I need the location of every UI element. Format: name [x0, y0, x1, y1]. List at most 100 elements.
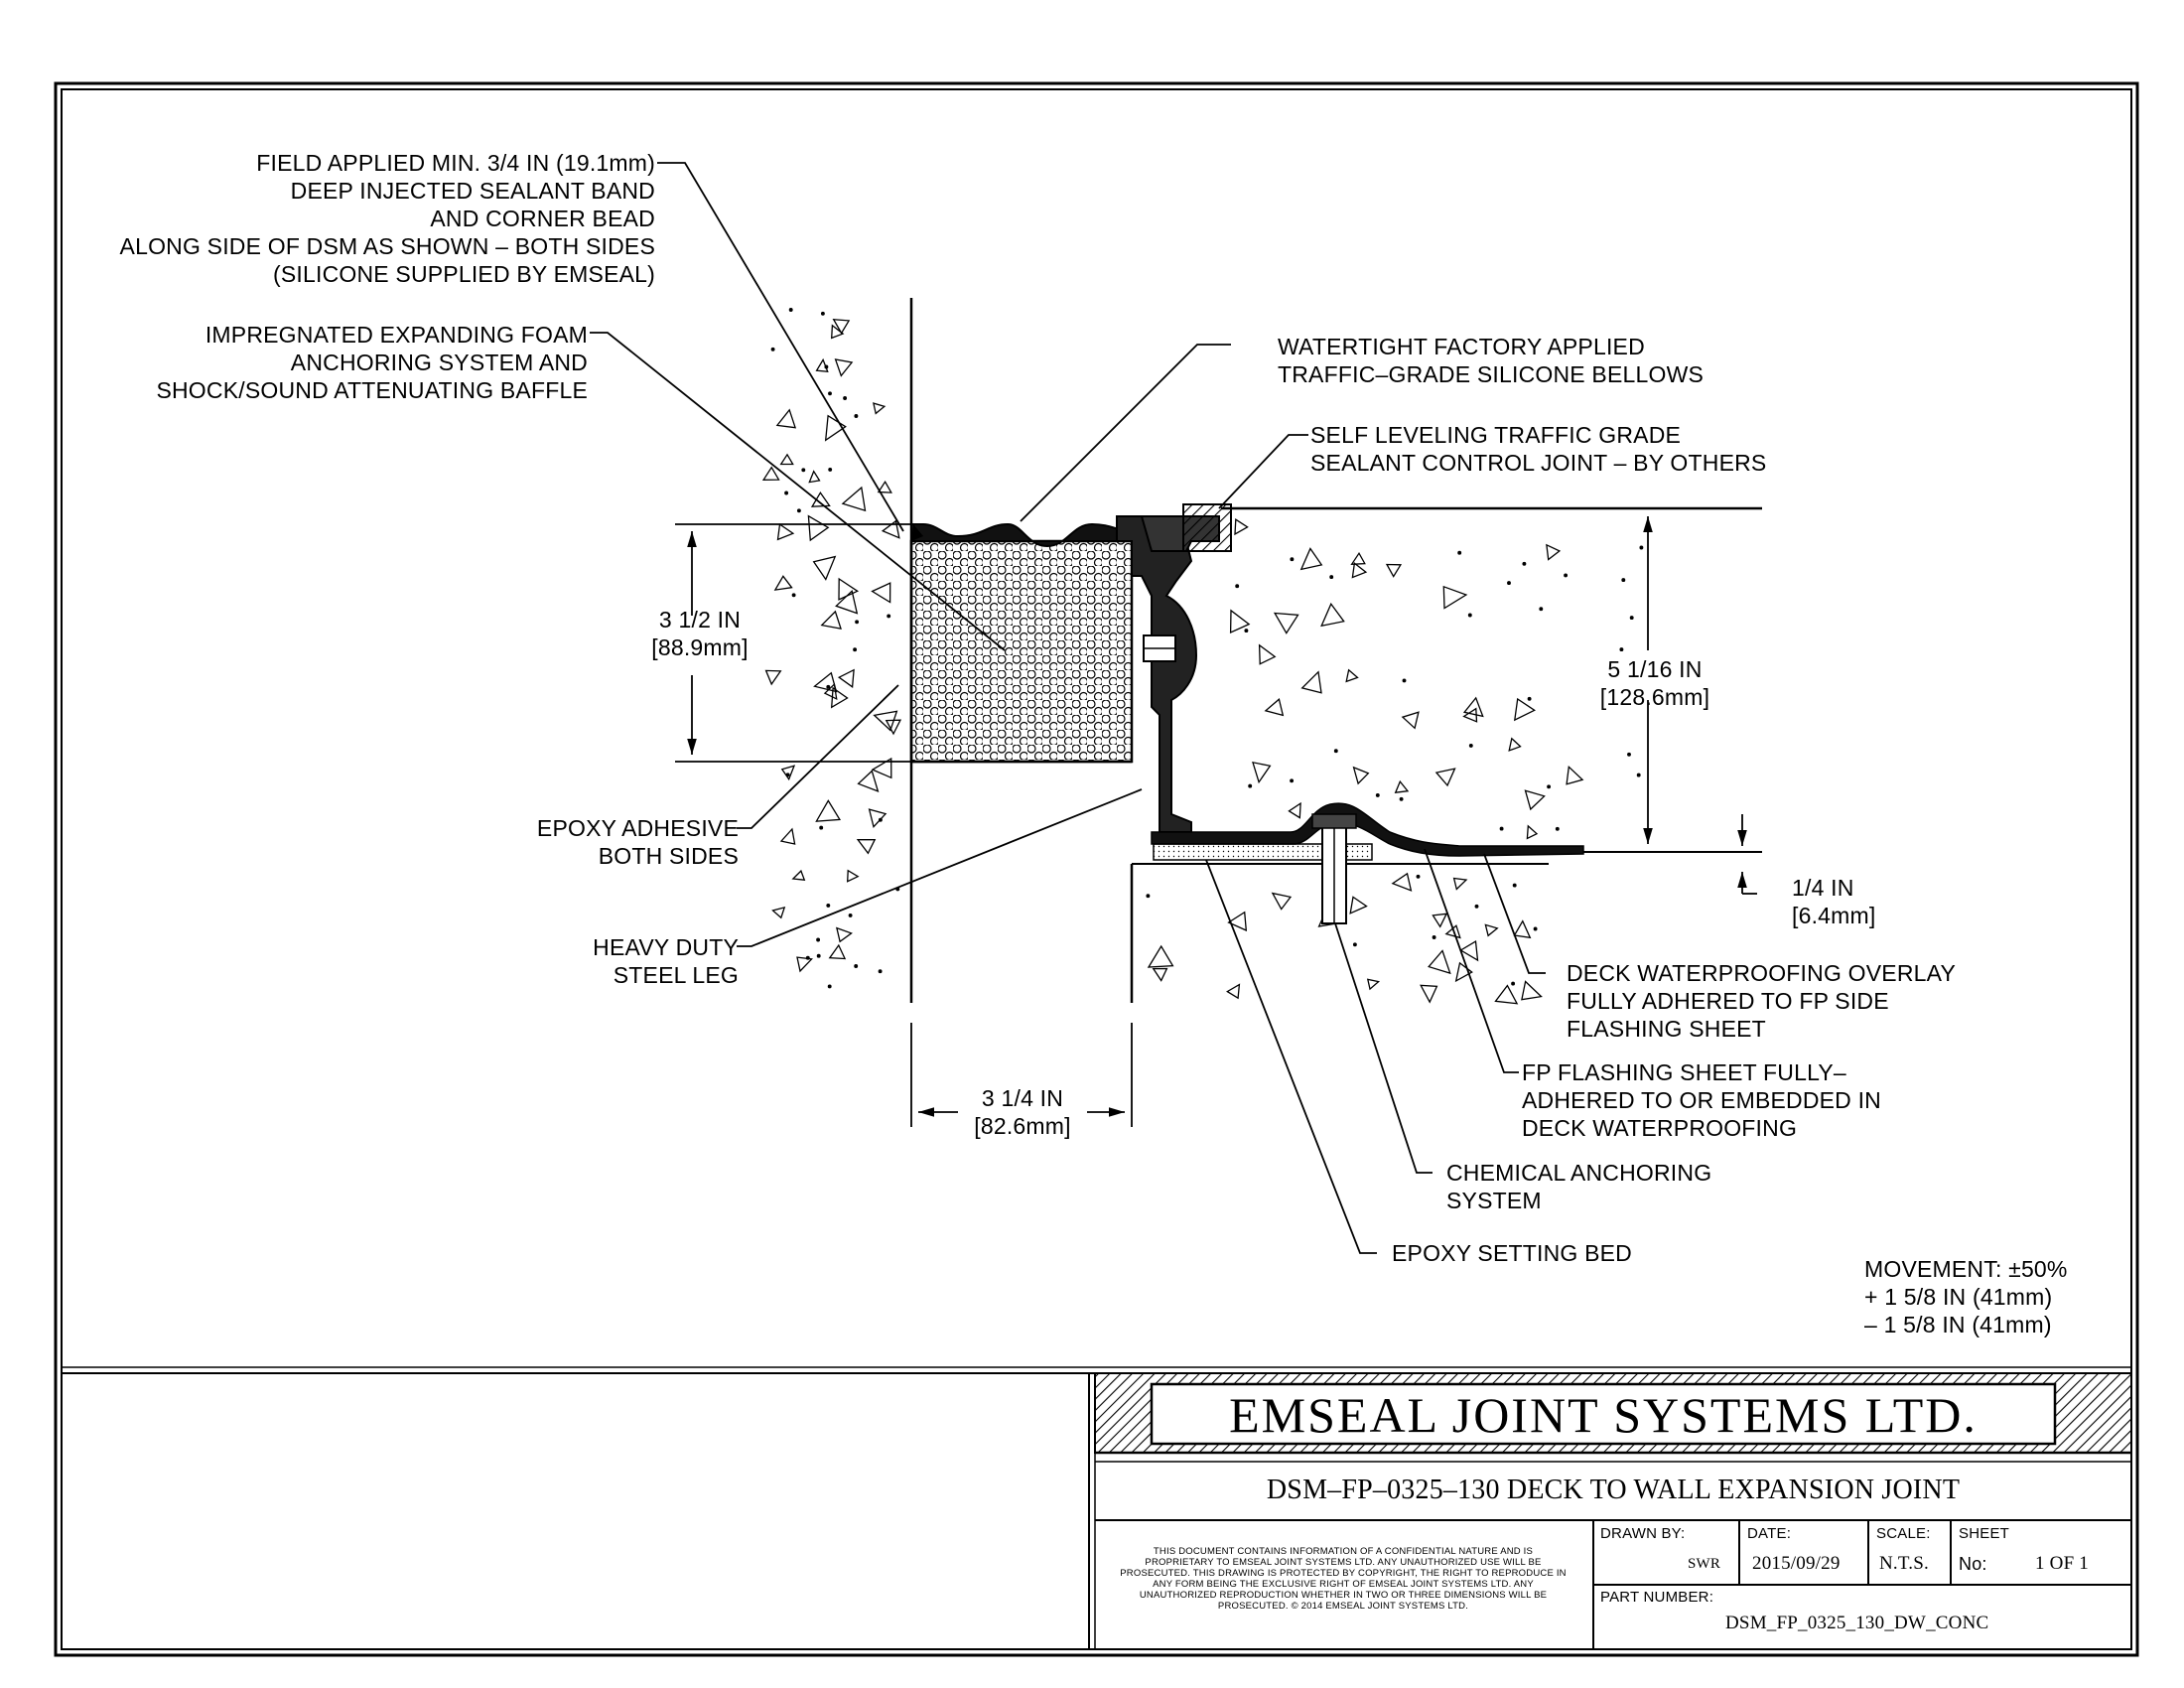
- aggregate-dot: [1375, 792, 1380, 797]
- aggregate-dot: [878, 969, 883, 974]
- aggregate-dot: [1507, 581, 1511, 586]
- aggregate-mark: [871, 757, 892, 779]
- aggregate-dot: [1432, 935, 1436, 939]
- aggregate-dot: [1564, 573, 1569, 578]
- aggregate-dot: [1555, 826, 1560, 831]
- aggregate-mark: [791, 869, 806, 881]
- aggregate-mark: [837, 668, 855, 688]
- note-deck-waterproofing-overlay: DECK WATERPROOFING OVERLAY FULLY ADHERED…: [1567, 960, 1956, 1042]
- aggregate-dot: [855, 620, 860, 625]
- leader-lines: [590, 162, 1546, 1254]
- note-watertight-bellows: WATERTIGHT FACTORY APPLIED TRAFFIC–GRADE…: [1278, 334, 1705, 387]
- aggregate-dot: [826, 903, 831, 908]
- aggregate-mark: [1513, 697, 1537, 722]
- company-name: EMSEAL JOINT SYSTEMS LTD.: [1229, 1387, 1978, 1443]
- aggregate-dot: [887, 614, 891, 619]
- aggregate-dot: [1457, 550, 1462, 555]
- aggregate-mark: [1227, 911, 1248, 932]
- aggregate-mark: [1234, 518, 1249, 536]
- aggregate-mark: [1271, 892, 1293, 911]
- aggregate-dot: [843, 396, 848, 400]
- aggregate-dot: [1248, 783, 1253, 788]
- aggregate-dot: [1639, 545, 1644, 550]
- aggregate-mark: [1258, 643, 1277, 665]
- sheet-no-value: 1 OF 1: [2035, 1553, 2089, 1574]
- part-number-label: PART NUMBER:: [1600, 1589, 1714, 1606]
- silicone-bellows: [910, 522, 1133, 548]
- aggregate-dot: [788, 308, 793, 312]
- aggregate-dot: [819, 825, 824, 830]
- aggregate-dot: [1621, 578, 1626, 583]
- aggregate-dot: [770, 347, 775, 352]
- aggregate-mark: [1288, 801, 1301, 819]
- movement-title: MOVEMENT: ±50%: [1864, 1256, 2068, 1282]
- aggregate-mark: [834, 358, 854, 377]
- aggregate-dot: [1468, 743, 1473, 748]
- note-fp-flashing-sheet: FP FLASHING SHEET FULLY– ADHERED TO OR E…: [1522, 1059, 1881, 1141]
- aggregate-dot: [801, 468, 806, 473]
- aggregate-mark: [1454, 961, 1473, 983]
- aggregate-mark: [881, 519, 900, 539]
- aggregate-dot: [791, 593, 796, 598]
- aggregate-dot: [805, 955, 810, 960]
- aggregate-mark: [810, 491, 831, 507]
- aggregate-mark: [812, 555, 837, 581]
- aggregate-mark: [1428, 949, 1451, 975]
- left-concrete-wall: [829, 298, 913, 1003]
- aggregate-mark: [1349, 896, 1368, 914]
- drawn-by-value: SWR: [1688, 1556, 1721, 1572]
- aggregate-mark: [1546, 543, 1562, 561]
- aggregate-mark: [1229, 609, 1251, 634]
- aggregate-mark: [1264, 698, 1285, 717]
- date-label: DATE:: [1747, 1525, 1792, 1542]
- aggregate-mark: [1345, 668, 1359, 683]
- movement-minus: – 1 5/8 IN (41mm): [1864, 1312, 2052, 1337]
- aggregate-mark: [1152, 967, 1168, 982]
- dim-recess: 1/4 IN [6.4mm]: [1792, 875, 1876, 928]
- aggregate-mark: [813, 671, 838, 693]
- aggregate-mark: [779, 827, 796, 845]
- aggregate-dot: [1539, 607, 1544, 612]
- aggregate-mark: [835, 926, 853, 943]
- aggregate-dot: [1352, 942, 1357, 947]
- note-self-leveling-sealant: SELF LEVELING TRAFFIC GRADE SEALANT CONT…: [1310, 422, 1767, 476]
- aggregate-dot: [1627, 752, 1631, 757]
- aggregate-dot: [1511, 981, 1516, 986]
- aggregate-mark: [873, 402, 887, 415]
- aggregate-dot: [1474, 904, 1479, 909]
- aggregate-dot: [1333, 749, 1338, 754]
- aggregate-dot: [827, 984, 832, 989]
- drawn-by-label: DRAWN BY:: [1600, 1525, 1686, 1542]
- aggregate-mark: [1252, 761, 1272, 784]
- note-chemical-anchoring: CHEMICAL ANCHORING SYSTEM: [1446, 1160, 1712, 1213]
- aggregate-mark: [1147, 944, 1174, 968]
- aggregate-dot: [1399, 796, 1404, 801]
- aggregate-dot: [1416, 874, 1421, 879]
- sealant-control-joint: [1182, 503, 1232, 552]
- aggregate-dot: [1636, 773, 1641, 777]
- aggregate-mark: [1462, 696, 1484, 718]
- confidentiality-notice: THIS DOCUMENT CONTAINS INFORMATION OF A …: [1120, 1546, 1567, 1612]
- aggregate-dot: [853, 647, 858, 652]
- aggregate-mark: [1300, 670, 1322, 694]
- aggregate-mark: [832, 318, 851, 335]
- aggregate-mark: [1350, 551, 1366, 566]
- note-epoxy-adhesive: EPOXY ADHESIVE BOTH SIDES: [536, 815, 739, 869]
- aggregate-mark: [1434, 768, 1456, 787]
- drawing-title: DSM–FP–0325–130 DECK TO WALL EXPANSION J…: [1266, 1475, 1961, 1505]
- aggregate-dot: [848, 913, 853, 917]
- aggregate-mark: [1444, 924, 1461, 939]
- aggregate-dot: [1329, 575, 1334, 580]
- aggregate-mark: [856, 838, 877, 855]
- aggregate-mark: [824, 414, 847, 442]
- note-heavy-duty-steel-leg: HEAVY DUTY STEEL LEG: [593, 934, 739, 988]
- aggregate-mark: [820, 610, 842, 630]
- aggregate-dot: [1499, 826, 1504, 831]
- aggregate-mark: [1366, 978, 1381, 991]
- aggregate-mark: [1459, 940, 1479, 962]
- aggregate-mark: [1351, 561, 1368, 579]
- aggregate-dot: [1235, 584, 1240, 589]
- aggregate-mark: [771, 906, 786, 919]
- aggregate-dot: [826, 684, 831, 689]
